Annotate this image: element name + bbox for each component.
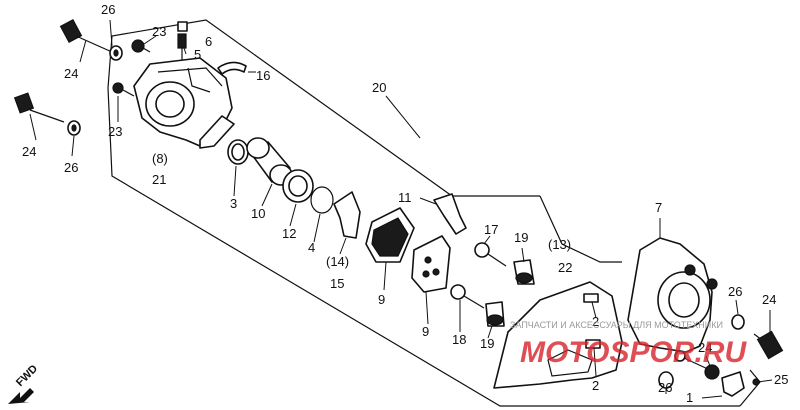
caliper-assembly-7: [627, 237, 718, 353]
callout-5: 5: [194, 47, 201, 62]
callout-4: 4: [308, 240, 315, 255]
callout-21: 21: [152, 172, 166, 187]
forward-direction-indicator: FWD: [8, 363, 40, 404]
callout-16: 16: [256, 68, 270, 83]
callout-2-lower: 2: [592, 378, 599, 393]
callout-18: 18: [452, 332, 466, 347]
callout-19-lower: 19: [480, 336, 494, 351]
callout-23-lower: 23: [108, 124, 122, 139]
watermark-brand: MOTOSPOR.RU: [520, 336, 747, 369]
callout-1: 1: [686, 390, 693, 405]
callout-20: 20: [372, 80, 386, 95]
ring-4: [310, 186, 334, 214]
pad-9-right: [411, 235, 451, 293]
callout-26-top: 26: [101, 2, 115, 17]
boot-19-lower: [485, 301, 505, 327]
callout-15: 15: [330, 276, 344, 291]
callout-24-right: 24: [762, 292, 776, 307]
callout-10: 10: [251, 206, 265, 221]
bolt-24-upper: [59, 18, 123, 61]
callout-24-left: 24: [22, 144, 36, 159]
callout-17: 17: [484, 222, 498, 237]
callout-26-right: 26: [728, 284, 742, 299]
callout-2-upper: 2: [592, 314, 599, 329]
leader-lines: [29, 19, 771, 399]
bolt-24-right: [753, 330, 784, 360]
pin-17: [474, 242, 507, 267]
callout-14: (14): [326, 254, 349, 269]
clip-16: [217, 61, 247, 75]
pad-9-left: [365, 207, 415, 263]
callout-11: 11: [398, 190, 412, 205]
callout-9-left: 9: [378, 292, 385, 307]
callout-6: 6: [205, 34, 212, 49]
washer-26-right: [731, 314, 745, 330]
boot-19-upper: [513, 259, 535, 285]
callout-3: 3: [230, 196, 237, 211]
shim-14: [333, 191, 361, 239]
screw-25: [752, 378, 773, 386]
callout-labels: 26 23 6 5 24 16 20 23 24 (8) 26 21 11 3 …: [22, 2, 788, 405]
bracket-clip-1: [721, 371, 745, 397]
fwd-label: FWD: [14, 363, 40, 389]
bracket-22: [493, 281, 623, 389]
callout-25: 25: [774, 372, 788, 387]
callout-23-top: 23: [152, 24, 166, 39]
callout-7: 7: [655, 200, 662, 215]
bleeder-valve: [177, 21, 188, 60]
seal-3-inner: [231, 143, 245, 161]
bolt-23-top: [131, 39, 151, 53]
watermark-caption: ЗАПЧАСТИ И АКСЕССУАРЫ ДЛЯ МОТОТЕХНИКИ: [510, 320, 723, 330]
callout-19-upper: 19: [514, 230, 528, 245]
dust-seal-12-inner: [288, 175, 308, 197]
callout-8: (8): [152, 151, 168, 166]
callout-24-lower: 24: [698, 340, 712, 355]
caliper-body-21: [133, 57, 235, 149]
callout-12: 12: [282, 226, 296, 241]
callout-9-right: 9: [422, 324, 429, 339]
fwd-arrow-icon: [8, 388, 34, 404]
callout-22: 22: [558, 260, 572, 275]
callout-26-left: 26: [64, 160, 78, 175]
callout-13: (13): [548, 237, 571, 252]
bolt-24-lower: [674, 350, 720, 380]
bolt-23-lower: [112, 82, 135, 97]
bolt-24-left: [13, 92, 81, 136]
spring-11: [433, 193, 467, 235]
callout-26-lower: 26: [658, 380, 672, 395]
watermark: ЗАПЧАСТИ И АКСЕССУАРЫ ДЛЯ МОТОТЕХНИКИ MO…: [510, 320, 747, 369]
callout-24-top: 24: [64, 66, 78, 81]
pin-18: [450, 284, 485, 309]
